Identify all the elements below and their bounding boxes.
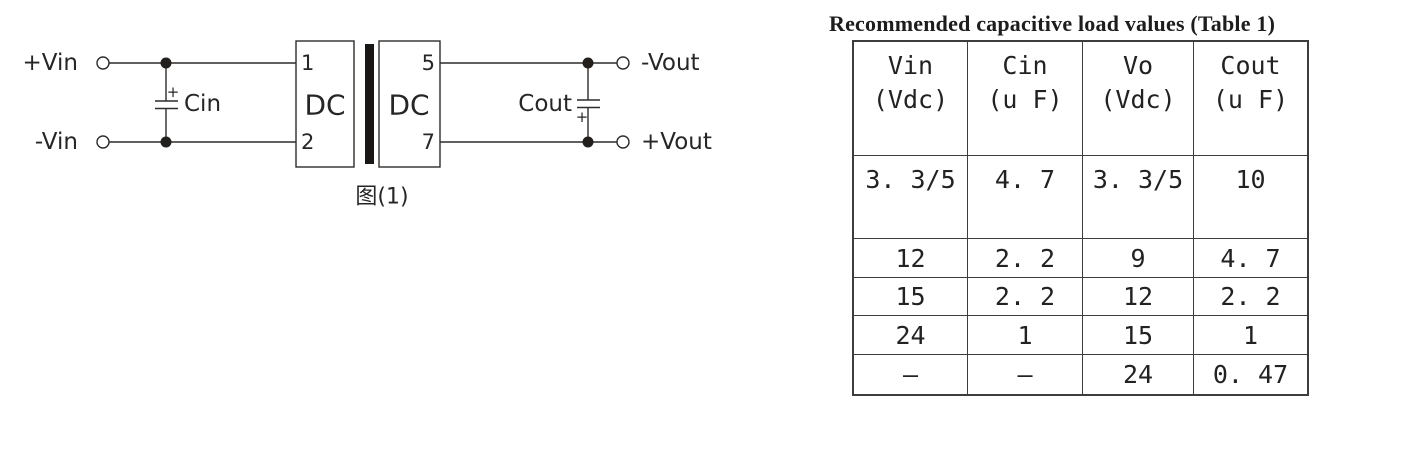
table-cell: 4. 7 xyxy=(1194,239,1307,278)
table-title: Recommended capacitive load values (Tabl… xyxy=(829,11,1276,36)
table-cell: 15 xyxy=(854,278,968,316)
cout-label: Cout xyxy=(518,91,572,117)
table-cell: 9 xyxy=(1083,239,1194,278)
isolation-bar xyxy=(365,44,374,164)
table-cell: 1 xyxy=(1194,316,1307,355)
table-cell: 24 xyxy=(854,316,968,355)
table-cell: 12 xyxy=(1083,278,1194,316)
table-cell: 24 xyxy=(1083,355,1194,394)
table-cell: 2. 2 xyxy=(968,239,1083,278)
junction-dot xyxy=(160,136,172,148)
header-line: (u F) xyxy=(1212,85,1289,114)
cin-label: Cin xyxy=(184,91,221,117)
header-line: (Vdc) xyxy=(1100,85,1176,114)
terminal-vin-plus xyxy=(96,56,110,70)
pin-1-label: 1 xyxy=(301,51,314,75)
cin-polarity-mark: + xyxy=(167,83,180,101)
table-header-cout: Cout (u F) xyxy=(1194,42,1307,156)
dc-dc-converter-schematic: +Vin -Vin + Cin 1 2 DC DC 5 7 Cout + -Vo… xyxy=(23,40,712,210)
capacitive-load-table: Vin (Vdc) Cin (u F) Vo (Vdc) Cout (u F) … xyxy=(852,40,1309,396)
table-cell: 12 xyxy=(854,239,968,278)
pin-7-label: 7 xyxy=(422,130,435,154)
terminal-vout-minus xyxy=(616,56,630,70)
dc-right-label: DC xyxy=(388,89,429,122)
header-line: (Vdc) xyxy=(872,85,949,114)
junction-dot xyxy=(160,57,172,69)
table-cell: 10 xyxy=(1194,156,1307,239)
vin-minus-label: -Vin xyxy=(35,129,78,155)
dc-block-left xyxy=(295,40,355,168)
header-line: Cin xyxy=(1002,51,1048,80)
header-line: Cout xyxy=(1220,51,1281,80)
table-cell: 3. 3/5 xyxy=(1083,156,1194,239)
junction-dot xyxy=(582,136,594,148)
vout-minus-label: -Vout xyxy=(641,50,700,76)
table-cell: 0. 47 xyxy=(1212,360,1289,389)
header-line: Vo xyxy=(1122,51,1154,80)
vout-plus-label: +Vout xyxy=(641,129,712,155)
table-header-vin: Vin (Vdc) xyxy=(854,42,968,156)
table-cell: 2. 2 xyxy=(1194,278,1307,316)
figure-caption: 图(1) xyxy=(355,185,408,210)
header-line: Vin xyxy=(887,51,934,80)
table-cell: – xyxy=(968,355,1083,394)
pin-5-label: 5 xyxy=(422,51,435,75)
table-cell: – xyxy=(854,355,968,394)
pin-2-label: 2 xyxy=(301,130,314,154)
table-header-cin: Cin (u F) xyxy=(968,42,1083,156)
table-cell: 2. 2 xyxy=(968,278,1083,316)
dc-block-right xyxy=(378,40,441,168)
dc-left-label: DC xyxy=(304,89,345,122)
cout-polarity-mark: + xyxy=(576,108,589,126)
header-line: (u F) xyxy=(987,85,1063,114)
terminal-vout-plus xyxy=(616,135,630,149)
table-cell: 1 xyxy=(968,316,1083,355)
vin-plus-label: +Vin xyxy=(23,50,78,76)
table-cell: 15 xyxy=(1083,316,1194,355)
table-cell: 3. 3/5 xyxy=(854,156,968,239)
table-cell: 4. 7 xyxy=(968,156,1083,239)
junction-dot xyxy=(582,57,594,69)
table-header-vo: Vo (Vdc) xyxy=(1083,42,1194,156)
terminal-vin-minus xyxy=(96,135,110,149)
